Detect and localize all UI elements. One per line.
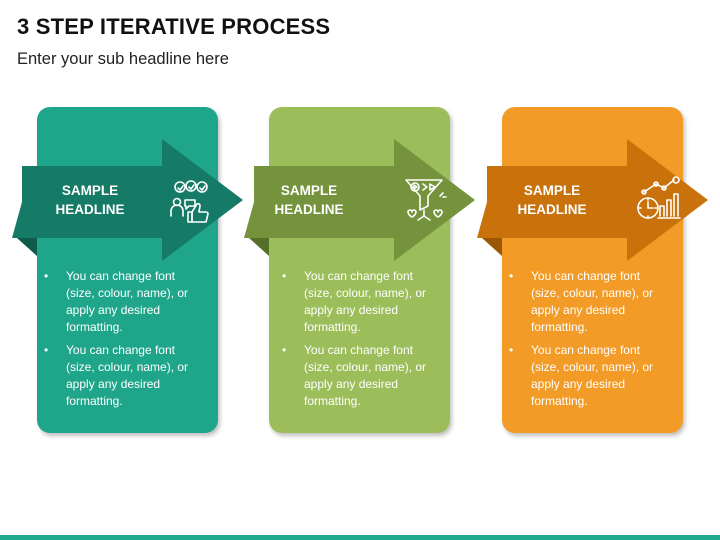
step-1-bullet-2: You can change font (size, colour, name)… [42, 342, 192, 410]
page-subtitle: Enter your sub headline here [17, 50, 229, 68]
funnel-video-icon [402, 176, 448, 222]
step-3-bullet-1: You can change font (size, colour, name)… [507, 268, 657, 336]
step-2-bullet-2: You can change font (size, colour, name)… [280, 342, 430, 410]
bottom-accent-bar [0, 535, 720, 540]
arrow-fold-2 [249, 238, 269, 256]
step-headline-1-line2: HEADLINE [55, 202, 125, 217]
step-headline-1: SAMPLE HEADLINE [30, 181, 150, 219]
arrow-fold-1 [17, 238, 37, 256]
step-2-bullet-1: You can change font (size, colour, name)… [280, 268, 430, 336]
step-1-bullet-1: You can change font (size, colour, name)… [42, 268, 192, 336]
step-headline-2-line1: SAMPLE [280, 183, 338, 198]
step-1-bullets: You can change font (size, colour, name)… [42, 268, 192, 416]
step-headline-3: SAMPLE HEADLINE [492, 181, 612, 219]
step-headline-2: SAMPLE HEADLINE [249, 181, 369, 219]
step-3-bullet-2: You can change font (size, colour, name)… [507, 342, 657, 410]
growth-chart-icon [636, 176, 682, 222]
step-headline-2-line2: HEADLINE [274, 202, 344, 217]
arrow-fold-3 [482, 238, 502, 256]
team-feedback-icon [168, 178, 214, 224]
step-headline-3-line1: SAMPLE [523, 183, 581, 198]
step-2-bullets: You can change font (size, colour, name)… [280, 268, 430, 416]
step-headline-1-line1: SAMPLE [61, 183, 119, 198]
step-3-bullets: You can change font (size, colour, name)… [507, 268, 657, 416]
page-title: 3 STEP ITERATIVE PROCESS [17, 14, 331, 39]
step-headline-3-line2: HEADLINE [517, 202, 587, 217]
